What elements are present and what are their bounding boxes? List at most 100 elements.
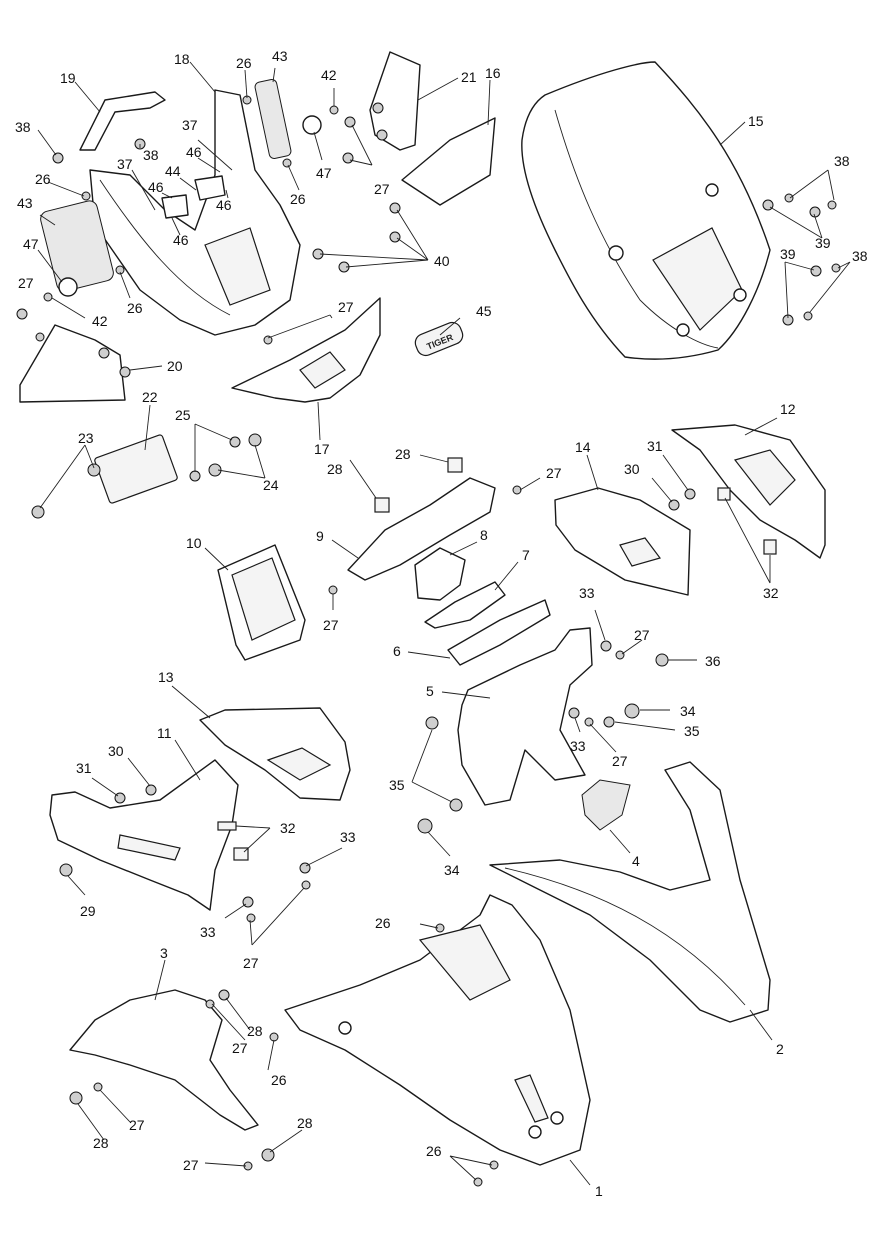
leader: [419, 454, 449, 463]
leader: [37, 129, 57, 156]
leader: [487, 79, 491, 126]
windscreen-inner-line: [554, 109, 719, 349]
leader-lines: [37, 61, 851, 1186]
leader: [267, 314, 333, 339]
part-33: [600, 640, 612, 652]
fastener: [827, 200, 837, 210]
callout-26: 26: [271, 1072, 287, 1088]
leader: [194, 423, 233, 472]
part-panel-12: [671, 424, 826, 559]
callout-38: 38: [15, 119, 31, 135]
fastener: [282, 158, 292, 168]
part-40: [389, 231, 401, 243]
callout-27: 27: [546, 465, 562, 481]
part-grille-43-upper: [254, 78, 292, 160]
callout-4: 4: [632, 853, 640, 869]
leader: [439, 317, 461, 336]
callout-28: 28: [247, 1023, 263, 1039]
part-34: [417, 818, 433, 834]
part-mudguard-3: [69, 989, 259, 1131]
callout-20: 20: [167, 358, 183, 374]
part-panel-14: [554, 487, 691, 596]
fastener: [93, 1082, 103, 1092]
leader: [204, 547, 229, 571]
leader: [407, 651, 451, 659]
leader: [272, 67, 276, 83]
callout-7: 7: [522, 547, 530, 563]
callout-40: 40: [434, 253, 450, 269]
leader: [449, 541, 478, 556]
leader: [609, 829, 631, 854]
callout-46: 46: [186, 144, 202, 160]
leader: [154, 959, 166, 1001]
leader: [331, 539, 359, 559]
callout-47: 47: [316, 165, 332, 181]
callout-27: 27: [374, 181, 390, 197]
cover-13-window: [266, 747, 332, 781]
cowl-2-edge: [504, 867, 746, 1006]
part-24: [208, 463, 222, 477]
leader: [449, 1155, 493, 1181]
callout-39: 39: [780, 246, 796, 262]
leader: [189, 61, 216, 93]
callout-37: 37: [117, 156, 133, 172]
part-29: [59, 863, 73, 877]
callout-12: 12: [780, 401, 796, 417]
fastener: [344, 116, 356, 128]
leader: [724, 497, 771, 584]
lower-cowl-1-slot: [514, 1074, 549, 1123]
leader: [269, 1129, 303, 1153]
callout-3: 3: [160, 945, 168, 961]
part-rail-7: [424, 581, 506, 629]
leader: [519, 477, 541, 491]
leader: [99, 1089, 131, 1123]
part-rail-6: [447, 599, 551, 666]
callout-10: 10: [186, 535, 202, 551]
callout-31: 31: [76, 760, 92, 776]
part-side-panel-20: [19, 324, 126, 403]
part-25: [189, 470, 201, 482]
callout-26: 26: [426, 1143, 442, 1159]
part-28: [261, 1148, 275, 1162]
callout-8: 8: [480, 527, 488, 543]
callout-32: 32: [280, 820, 296, 836]
bracket-21-hole: [372, 102, 384, 114]
leader: [51, 297, 86, 319]
callout-26: 26: [236, 55, 252, 71]
callout-numbers: 1 2 3 4 5 6 7 8 9 10 11 12 13 14 15 16 1…: [15, 48, 868, 1199]
frame-duct: [204, 227, 271, 306]
part-30: [668, 499, 680, 511]
parts-artwork: [16, 51, 841, 1187]
callout-14: 14: [575, 439, 591, 455]
callout-38: 38: [143, 147, 159, 163]
leader: [594, 609, 606, 641]
frame-edge: [99, 179, 231, 316]
fastener: [205, 999, 215, 1009]
windscreen-hole: [676, 323, 690, 337]
part-28: [447, 457, 463, 473]
callout-27: 27: [323, 617, 339, 633]
lower-cowl-1-hole: [550, 1111, 564, 1125]
callout-33: 33: [570, 738, 586, 754]
part-grille-43-lower: [40, 200, 114, 292]
callout-19: 19: [60, 70, 76, 86]
leader: [574, 717, 581, 733]
leader: [244, 69, 248, 99]
callout-32: 32: [763, 585, 779, 601]
leader: [171, 217, 181, 236]
callout-30: 30: [108, 743, 124, 759]
part-upper-cowl-2: [489, 761, 771, 1023]
part-25: [229, 436, 241, 448]
leader: [127, 757, 151, 787]
leader: [621, 639, 643, 655]
callout-39: 39: [815, 235, 831, 251]
fastener: [329, 105, 339, 115]
leader: [494, 561, 519, 591]
callout-11: 11: [157, 725, 172, 741]
callout-42: 42: [321, 67, 337, 83]
part-24: [248, 433, 262, 447]
callout-35: 35: [389, 777, 405, 793]
fastener: [263, 335, 273, 345]
part-32: [763, 539, 777, 555]
callout-27: 27: [183, 1157, 199, 1173]
